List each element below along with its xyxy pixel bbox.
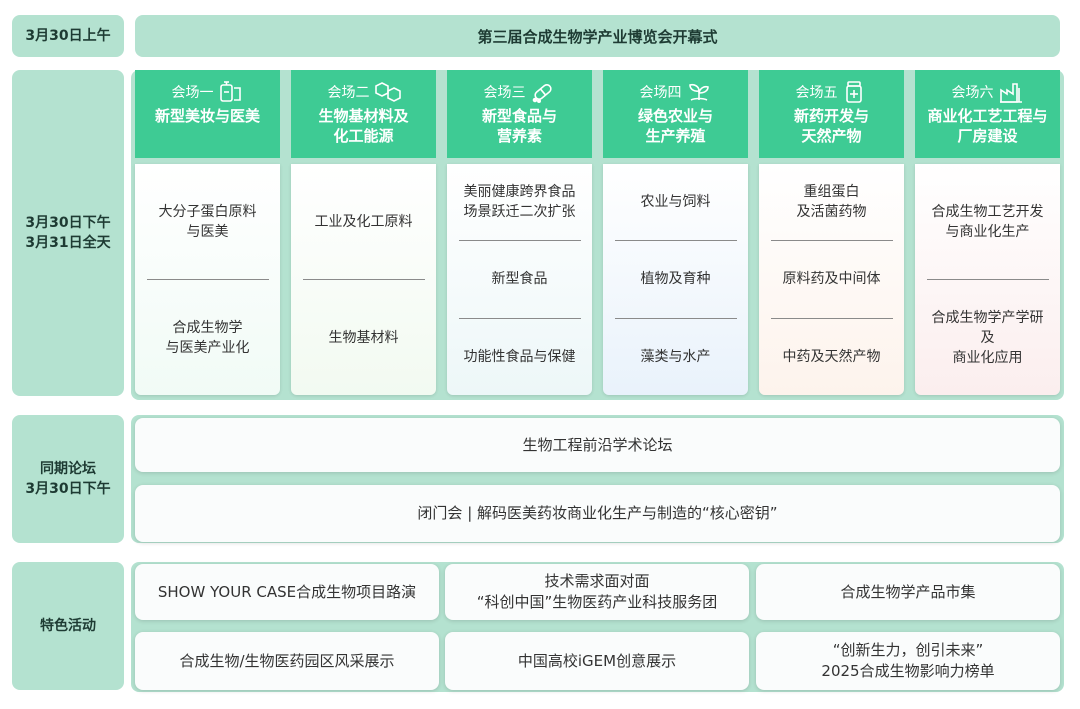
venue-topic[interactable]: 合成生物工艺开发 与商业化生产 (931, 203, 1044, 240)
topic-divider (770, 317, 893, 319)
venue-topic[interactable]: 合成生物学 与医美产业化 (165, 319, 250, 356)
venue-topic[interactable]: 重组蛋白 及活菌药物 (796, 184, 867, 221)
topic-divider (614, 240, 737, 242)
venue-topic[interactable]: 美丽健康跨界食品 场景跃迁二次扩张 (463, 184, 576, 221)
activity-card-2-text: 技术需求面对面 “科创中国”生物医药产业科技服务团 (476, 572, 718, 611)
cosmetics-bottle-icon (218, 80, 244, 104)
medicine-bottle-icon (842, 80, 868, 104)
row2-time-line1: 3月30日下午 (25, 215, 111, 231)
venue-topic[interactable]: 工业及化工原料 (314, 213, 413, 230)
venue-title: 新药开发与 天然产物 (793, 107, 869, 145)
opening-ceremony-banner: 第三届合成生物学产业博览会开幕式 (135, 15, 1060, 57)
venue-header-2: 会场二生物基材料及 化工能源 (291, 70, 436, 158)
row4-activities-label: 特色活动 (12, 562, 124, 690)
venue-tag: 会场二 (327, 85, 370, 101)
venue-title: 新型食品与 营养素 (481, 107, 557, 145)
venue-body-1: 大分子蛋白原料 与医美合成生物学 与医美产业化 (135, 164, 280, 395)
topic-divider (926, 279, 1049, 280)
topic-divider (146, 279, 269, 280)
row3-forum-line2: 3月30日下午 (25, 481, 111, 497)
forum-card-closed-meeting-text: 闭门会 | 解码医美药妆商业化生产与制造的“核心密钥” (417, 504, 778, 522)
row2-time-line2: 3月31日全天 (25, 235, 111, 251)
activity-card-1[interactable]: SHOW YOUR CASE合成生物项目路演 (135, 564, 439, 620)
capsule-pill-icon (530, 80, 556, 104)
activity-card-3-text: 合成生物学产品市集 (840, 582, 976, 601)
venue-topic[interactable]: 新型食品 (491, 271, 548, 288)
venue-body-2: 工业及化工原料生物基材料 (291, 164, 436, 395)
row2-time-label: 3月30日下午 3月31日全天 (12, 70, 124, 396)
row3-forum-line1: 同期论坛 (40, 461, 96, 477)
venue-topic[interactable]: 大分子蛋白原料 与医美 (158, 203, 257, 240)
activity-card-4[interactable]: 合成生物/生物医药园区风采展示 (135, 632, 439, 690)
venue-title: 绿色农业与 生产养殖 (637, 107, 713, 145)
forum-card-closed-meeting[interactable]: 闭门会 | 解码医美药妆商业化生产与制造的“核心密钥” (135, 485, 1060, 542)
venue-tag-row: 会场五 (796, 80, 868, 104)
topic-divider (614, 317, 737, 319)
venue-header-5: 会场五新药开发与 天然产物 (759, 70, 904, 158)
venue-tag: 会场五 (795, 85, 838, 101)
venue-topic[interactable]: 植物及育种 (640, 271, 711, 288)
activity-card-6-text: “创新生力，创引未来” 2025合成生物影响力榜单 (821, 641, 995, 680)
venue-body-4: 农业与饲料植物及育种藻类与水产 (603, 164, 748, 395)
factory-icon (998, 80, 1024, 104)
activity-card-5[interactable]: 中国高校iGEM创意展示 (445, 632, 749, 690)
venue-tag-row: 会场二 (327, 80, 401, 104)
venue-tag-row: 会场三 (484, 80, 556, 104)
venue-body-5: 重组蛋白 及活菌药物原料药及中间体中药及天然产物 (759, 164, 904, 395)
venue-tag-row: 会场六 (952, 80, 1024, 104)
row1-time-text: 3月30日上午 (25, 28, 111, 44)
topic-divider (458, 240, 581, 242)
venues-panel (131, 70, 1064, 400)
activity-card-3[interactable]: 合成生物学产品市集 (756, 564, 1060, 620)
venue-tag: 会场三 (483, 85, 526, 101)
venue-topic[interactable]: 中药及天然产物 (782, 348, 881, 365)
forum-card-academic[interactable]: 生物工程前沿学术论坛 (135, 418, 1060, 472)
venue-topic[interactable]: 农业与饲料 (640, 194, 711, 211)
venue-title: 商业化工艺工程与 厂房建设 (927, 107, 1048, 145)
venue-tag: 会场六 (951, 85, 994, 101)
venue-topic[interactable]: 原料药及中间体 (782, 271, 881, 288)
activity-card-2[interactable]: 技术需求面对面 “科创中国”生物医药产业科技服务团 (445, 564, 749, 620)
row1-time-label: 3月30日上午 (12, 15, 124, 57)
venue-topic[interactable]: 合成生物学产学研及 商业化应用 (931, 309, 1044, 366)
topic-divider (458, 317, 581, 319)
opening-ceremony-title: 第三届合成生物学产业博览会开幕式 (477, 27, 718, 46)
venue-title: 新型美妆与医美 (154, 107, 260, 125)
venue-title: 生物基材料及 化工能源 (318, 107, 409, 145)
forum-card-academic-text: 生物工程前沿学术论坛 (522, 435, 673, 454)
activity-card-4-text: 合成生物/生物医药园区风采展示 (179, 651, 395, 670)
hexagon-molecule-icon (374, 80, 401, 104)
venue-body-6: 合成生物工艺开发 与商业化生产合成生物学产学研及 商业化应用 (915, 164, 1060, 395)
venue-topic[interactable]: 藻类与水产 (640, 348, 711, 365)
topic-divider (770, 240, 893, 242)
venue-header-1: 会场一新型美妆与医美 (135, 70, 280, 158)
activity-card-6[interactable]: “创新生力，创引未来” 2025合成生物影响力榜单 (756, 632, 1060, 690)
sprout-icon (686, 80, 712, 104)
row4-activities-text: 特色活动 (40, 618, 96, 634)
venue-topic[interactable]: 生物基材料 (328, 329, 399, 346)
activity-card-1-text: SHOW YOUR CASE合成生物项目路演 (157, 582, 417, 601)
venue-body-3: 美丽健康跨界食品 场景跃迁二次扩张新型食品功能性食品与保健 (447, 164, 592, 395)
venue-header-4: 会场四绿色农业与 生产养殖 (603, 70, 748, 158)
venue-tag: 会场一 (171, 85, 214, 101)
venue-tag-row: 会场一 (172, 80, 244, 104)
venue-header-6: 会场六商业化工艺工程与 厂房建设 (915, 70, 1060, 158)
row3-forum-label: 同期论坛 3月30日下午 (12, 415, 124, 543)
activity-card-5-text: 中国高校iGEM创意展示 (517, 651, 677, 670)
topic-divider (302, 279, 425, 280)
venue-topic[interactable]: 功能性食品与保健 (463, 348, 576, 365)
venue-header-3: 会场三新型食品与 营养素 (447, 70, 592, 158)
venue-tag-row: 会场四 (640, 80, 712, 104)
venue-tag: 会场四 (639, 85, 682, 101)
